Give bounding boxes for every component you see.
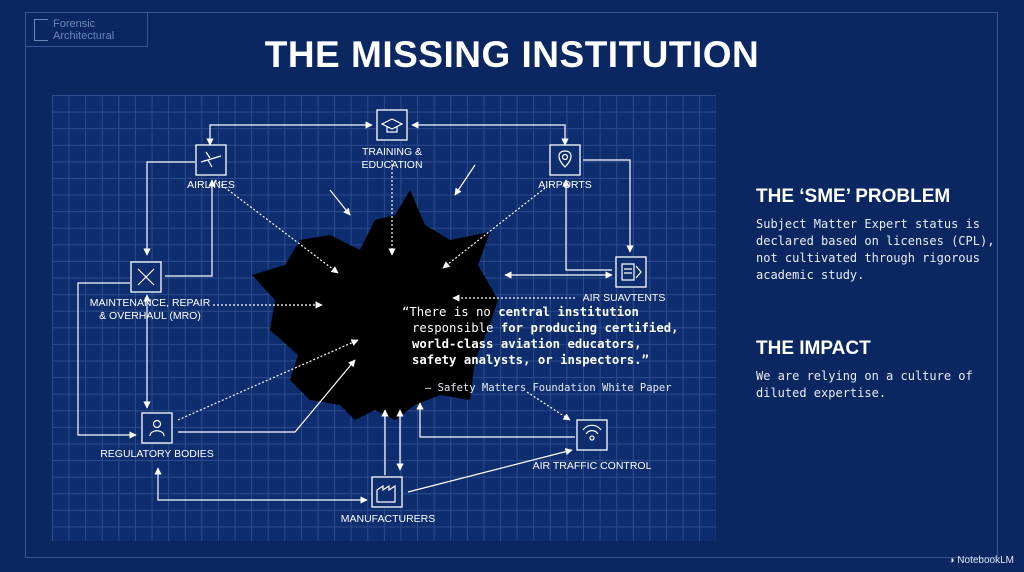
notebooklm-branding: ◑ NotebookLM [948,555,1014,566]
impact-section: THE IMPACT We are relying on a culture o… [756,338,996,402]
impact-body: We are relying on a culture of diluted e… [756,369,973,400]
arrow-airlines-training [206,121,373,146]
page-title: THE MISSING INSTITUTION [264,34,760,75]
sme-body: Subject Matter Expert status is declared… [756,217,995,282]
node-air-students-label: AIR SUAVTENTS [582,292,666,304]
quote-text: “There is no central institution respons… [402,305,679,367]
logo-mark-icon [34,18,48,41]
notebooklm-icon: ◑ [948,555,958,566]
diagram-grid [52,95,716,541]
node-atc-label: AIR TRAFFIC CONTROL [532,460,652,472]
impact-heading: THE IMPACT [756,338,871,359]
node-mro-label: MAINTENANCE, REPAIR& OVERHAUL (MRO) [89,297,211,322]
quote-citation: — Safety Matters Foundation White Paper [425,382,672,394]
missing-institution-void [252,190,498,420]
node-training-label: TRAINING &EDUCATION [361,146,423,171]
node-airports-label: AIRPORTS [538,179,592,191]
sme-heading: THE ‘SME’ PROBLEM [756,186,951,207]
radar-icon [576,419,608,451]
logo-line1: Forensic [53,17,96,30]
graduation-cap-icon [376,109,408,141]
logo-line2: Architectural [53,29,115,42]
sme-problem-section: THE ‘SME’ PROBLEM Subject Matter Expert … [756,186,996,284]
node-regulatory-label: REGULATORY BODIES [100,448,214,460]
arrow-airports-training [411,121,569,146]
airplane-icon [195,144,227,176]
node-manufacturers-label: MANUFACTURERS [340,513,436,525]
node-airlines-label: AIRLINES [187,179,235,191]
slide-frame [25,12,998,558]
location-pin-icon [549,144,581,176]
